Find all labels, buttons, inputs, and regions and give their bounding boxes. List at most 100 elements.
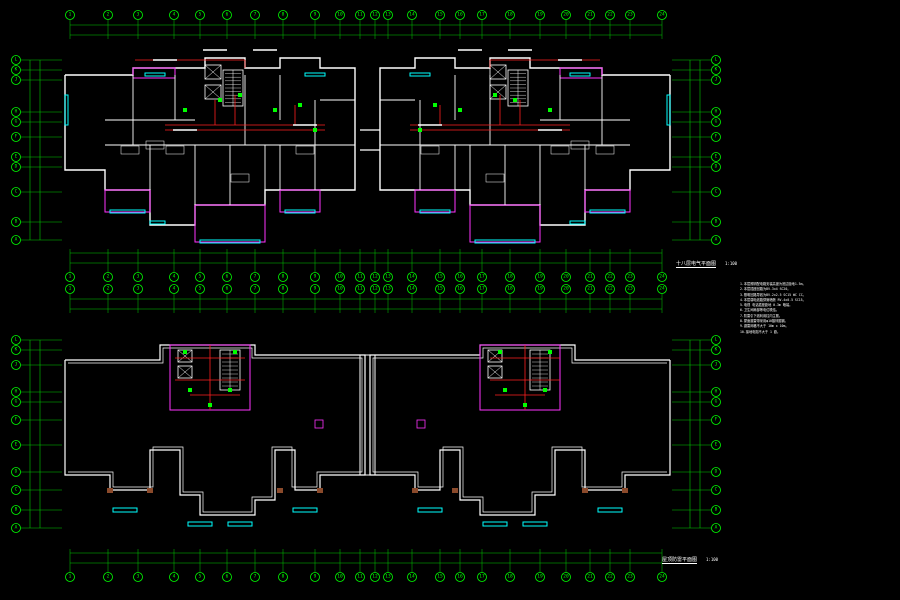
axis-bubble-bottom <box>133 572 143 582</box>
axis-label-bottom: 16 <box>457 274 463 280</box>
axis-bubble-bottom <box>657 272 667 282</box>
axis-bubble-right <box>711 162 721 172</box>
window <box>409 72 431 77</box>
axis-bubble-top <box>65 10 75 20</box>
axis-label-bottom: 2 <box>107 574 110 580</box>
axis-label-left: F <box>15 417 18 423</box>
axis-bubble-left <box>11 523 21 533</box>
window <box>569 72 591 77</box>
building-outer-wall <box>379 57 671 226</box>
room-tag <box>230 173 250 183</box>
down-conductor-point <box>188 388 192 392</box>
down-conductor-point <box>523 403 527 407</box>
grounding-marker <box>317 488 323 493</box>
axis-bubble-bottom <box>222 572 232 582</box>
roof-window <box>227 521 253 527</box>
axis-bubble-bottom <box>505 272 515 282</box>
axis-label-bottom: 10 <box>337 274 343 280</box>
axis-bubble-left <box>11 335 21 345</box>
axis-label-top: 14 <box>409 12 415 18</box>
axis-label-left: B <box>15 507 18 513</box>
axis-label-left: E <box>15 442 18 448</box>
grounding-marker <box>107 488 113 493</box>
axis-label-left: H <box>15 389 18 395</box>
axis-bubble-bottom <box>65 272 75 282</box>
plan-scale-1: 1:100 <box>725 261 738 266</box>
electrical-outlet <box>433 103 437 107</box>
note-line: 9.避雷网格不大于 10m x 10m。 <box>740 324 789 329</box>
roof-lightning-plan: 1122334455667788991010111112121313141415… <box>11 284 721 582</box>
balcony <box>584 189 631 213</box>
axis-label-right: A <box>715 237 718 243</box>
axis-label-right: H <box>715 109 718 115</box>
room-tag <box>570 140 590 150</box>
axis-bubble-left <box>11 415 21 425</box>
down-conductor-point <box>548 350 552 354</box>
axis-label-top: 7 <box>254 12 257 18</box>
electrical-outlet <box>548 108 552 112</box>
down-conductor-point <box>183 350 187 354</box>
axis-bubble-top <box>605 10 615 20</box>
down-conductor-point <box>503 388 507 392</box>
elevator-shaft <box>487 349 503 363</box>
axis-label-left: L <box>15 57 18 63</box>
room-tag <box>165 145 185 155</box>
balcony <box>194 204 266 243</box>
axis-label-bottom: 24 <box>659 274 665 280</box>
design-notes: 1.本层照明配电箱安装高度为底边距地1.5m。 2.本层插座回路为BV-3x4 … <box>740 282 890 335</box>
axis-bubble-bottom <box>535 272 545 282</box>
axis-label-top: 20 <box>563 286 569 292</box>
axis-bubble-top <box>370 284 380 294</box>
axis-label-bottom: 3 <box>137 274 140 280</box>
axis-bubble-left <box>11 345 21 355</box>
axis-label-bottom: 1 <box>69 274 72 280</box>
room-tag <box>120 145 140 155</box>
axis-bubble-bottom <box>65 572 75 582</box>
axis-label-right: G <box>715 119 718 125</box>
axis-label-bottom: 9 <box>314 574 317 580</box>
window <box>284 209 316 214</box>
axis-label-bottom: 18 <box>507 574 513 580</box>
axis-label-right: H <box>715 389 718 395</box>
axis-label-bottom: 9 <box>314 274 317 280</box>
note-line: 7.防雷引下线利用柱内主筋。 <box>740 313 783 318</box>
axis-bubble-bottom <box>455 572 465 582</box>
axis-label-bottom: 21 <box>587 274 593 280</box>
axis-label-right: D <box>715 469 718 475</box>
axis-bubble-bottom <box>335 272 345 282</box>
axis-label-top: 4 <box>173 286 176 292</box>
axis-label-right: E <box>715 442 718 448</box>
window <box>666 94 671 126</box>
roof-parapet-inner <box>68 347 363 513</box>
axis-label-bottom: 4 <box>173 274 176 280</box>
axis-label-right: K <box>715 347 718 353</box>
axis-bubble-right <box>711 132 721 142</box>
axis-bubble-right <box>711 117 721 127</box>
plan-title-1: 十八层电气平面图 1:100 <box>676 260 737 268</box>
axis-bubble-top <box>435 284 445 294</box>
axis-bubble-left <box>11 65 21 75</box>
axis-bubble-top <box>455 284 465 294</box>
axis-label-bottom: 15 <box>437 274 443 280</box>
axis-bubble-top <box>585 284 595 294</box>
elevator-cross <box>487 365 503 379</box>
axis-label-top: 5 <box>199 286 202 292</box>
axis-bubble-top <box>103 284 113 294</box>
axis-bubble-right <box>711 55 721 65</box>
axis-label-top: 2 <box>107 12 110 18</box>
axis-label-left: J <box>15 362 18 368</box>
axis-label-bottom: 14 <box>409 574 415 580</box>
axis-label-left: B <box>15 219 18 225</box>
roof-connector <box>359 354 376 476</box>
axis-label-left: F <box>15 134 18 140</box>
axis-bubble-bottom <box>455 272 465 282</box>
axis-bubble-left <box>11 440 21 450</box>
axis-label-left: C <box>15 189 18 195</box>
axis-label-bottom: 4 <box>173 574 176 580</box>
axis-bubble-bottom <box>625 272 635 282</box>
axis-label-right: G <box>715 399 718 405</box>
axis-label-bottom: 22 <box>607 574 613 580</box>
down-conductor-point <box>543 388 547 392</box>
axis-bubble-left <box>11 505 21 515</box>
axis-bubble-top <box>657 284 667 294</box>
